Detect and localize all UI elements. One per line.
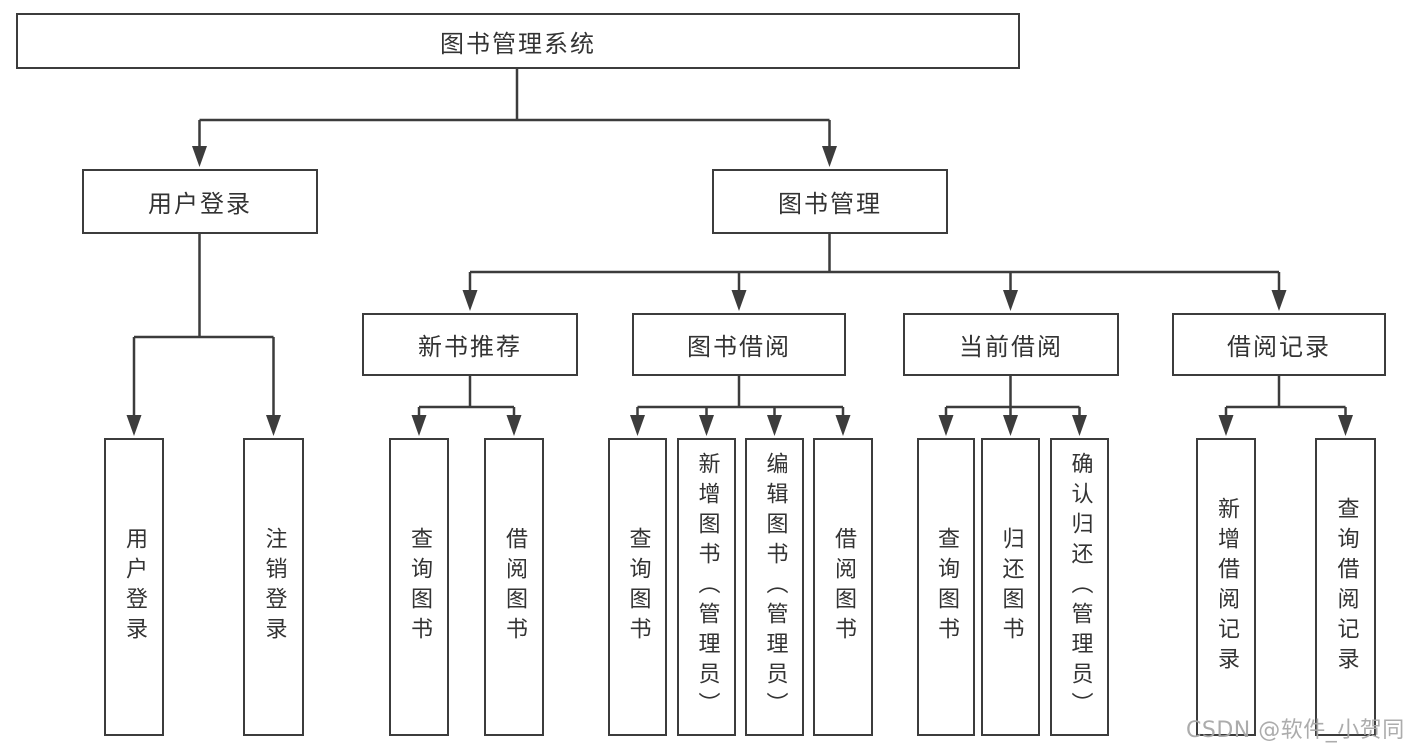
leaf-return-books: 归还图书 bbox=[981, 438, 1040, 736]
leaf-add-books-admin: 新增图书（管理员） bbox=[677, 438, 736, 736]
leaf-add-borrow-record: 新增借阅记录 bbox=[1196, 438, 1256, 736]
node-book-management: 图书管理 bbox=[712, 169, 948, 234]
leaf-logout: 注销登录 bbox=[243, 438, 304, 736]
leaf-edit-books-admin: 编辑图书（管理员） bbox=[745, 438, 804, 736]
leaf-query-books-current: 查询图书 bbox=[917, 438, 975, 736]
csdn-watermark: CSDN @软件_小贺同学 bbox=[1186, 718, 1405, 743]
leaf-query-books-borrow: 查询图书 bbox=[608, 438, 667, 736]
leaf-query-books-recommend: 查询图书 bbox=[389, 438, 449, 736]
node-borrow-records: 借阅记录 bbox=[1172, 313, 1386, 376]
node-book-borrowing: 图书借阅 bbox=[632, 313, 846, 376]
leaf-query-borrow-record: 查询借阅记录 bbox=[1315, 438, 1376, 736]
node-user-login: 用户登录 bbox=[82, 169, 318, 234]
node-current-borrowing: 当前借阅 bbox=[903, 313, 1119, 376]
leaf-user-login: 用户登录 bbox=[104, 438, 164, 736]
leaf-borrow-books: 借阅图书 bbox=[813, 438, 873, 736]
node-new-book-recommend: 新书推荐 bbox=[362, 313, 578, 376]
arrowheads bbox=[126, 146, 1353, 436]
node-root-library-system: 图书管理系统 bbox=[16, 13, 1020, 69]
leaf-borrow-books-recommend: 借阅图书 bbox=[484, 438, 544, 736]
leaf-confirm-return-admin: 确认归还（管理员） bbox=[1050, 438, 1109, 736]
